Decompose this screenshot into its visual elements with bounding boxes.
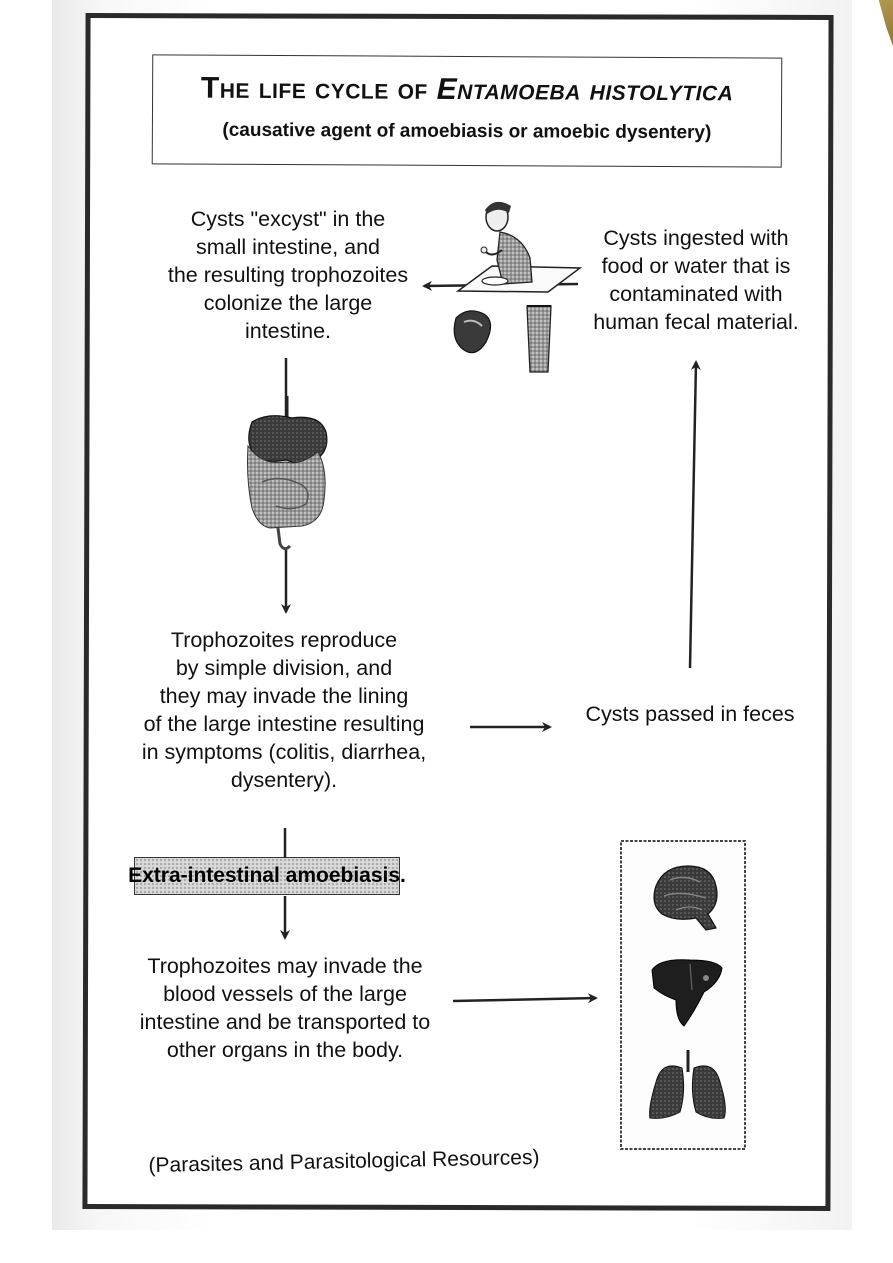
step-invade-text: Trophozoites may invade the blood vessel… [139,954,431,1062]
step-excyst-text: Cysts "excyst" in the small intestine, a… [167,207,409,343]
step-ingested-text: Cysts ingested with food or water that i… [593,226,799,334]
arrow-passed-to-ingested [688,360,701,669]
step-passed-text: Cysts passed in feces [585,702,795,726]
liver-icon [651,959,723,1027]
lungs-icon [649,1050,726,1119]
brain-icon [653,865,718,931]
step-reproduce-text: Trophozoites reproduce by simple divisio… [141,628,427,792]
extra-intestinal-label: Extra-intestinal amoebiasis. [128,857,406,895]
organs-panel [620,840,746,1150]
digestive-tract-illustration [247,396,328,551]
person-eating-illustration [453,201,583,373]
arrow-invade-to-organs [452,993,598,1004]
